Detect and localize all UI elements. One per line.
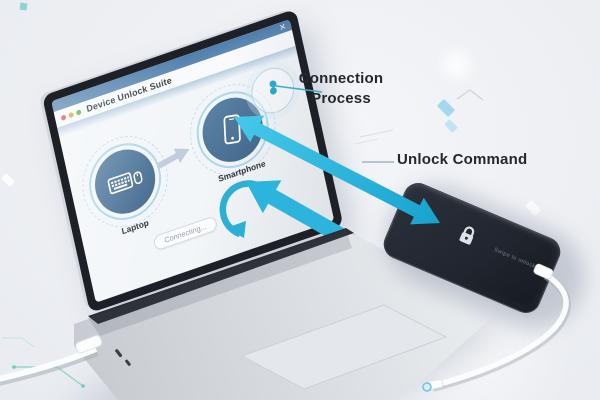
flow-right-arrow-icon (154, 140, 197, 180)
unlock-direction-arrow (246, 180, 356, 249)
hinge-shadow (88, 230, 352, 336)
phone-screen: Swipe to unlock (388, 187, 556, 309)
cable-end-ring (422, 382, 432, 392)
transfer-arrow-icon (234, 115, 440, 225)
callout-connection-line2: Process (311, 89, 371, 107)
device-circle-laptop (89, 141, 162, 223)
laptop-base (74, 230, 500, 400)
sync-icon-arrowhead (226, 221, 246, 238)
device-circle-smartphone (196, 89, 269, 171)
cable-connector-laptop (75, 335, 103, 354)
laptop-hinge (88, 228, 354, 324)
usb-cable-laptop (0, 335, 103, 386)
cable-connector-phone (533, 263, 554, 280)
callout-connection-process: Connection Process (290, 69, 392, 109)
callout-unlock-command: Unlock Command (397, 151, 528, 168)
callout-connection-line1: Connection (298, 70, 384, 87)
laptop-trackpad (240, 304, 448, 390)
laptop-side-ports (115, 349, 131, 366)
callout-line-connection (269, 80, 323, 93)
laptop-screen: ✕ Device Unlock Suite (51, 19, 335, 303)
smartphone: Swipe to unlock (379, 178, 565, 318)
padlock-icon (459, 226, 475, 245)
laptop-lid: ✕ Device Unlock Suite (42, 8, 344, 314)
decor-glow (434, 44, 480, 86)
usb-cable-phone (422, 263, 571, 392)
